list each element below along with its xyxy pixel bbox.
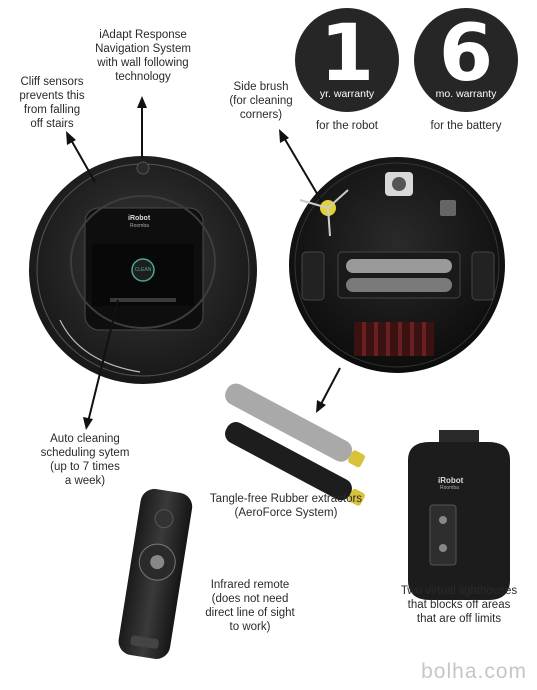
warranty-unit: yr. warranty (319, 88, 375, 100)
warranty-number: 1 (319, 9, 375, 99)
robot-logo: iRobot (128, 215, 151, 222)
clean-button (131, 258, 155, 282)
caption-line: (does not need (211, 593, 289, 605)
lighthouse-logo: iRobot (438, 476, 464, 485)
caption-remote: Infrared remote (does not need direct li… (196, 578, 304, 634)
caption-line: corners) (239, 109, 283, 121)
warranty-badge-battery: 6 mo. warranty (414, 8, 518, 112)
caption-extractors: Tangle-free Rubber extractors (AeroForce… (196, 492, 376, 520)
caption-line: Navigation System (95, 43, 191, 55)
caption-line: Infrared remote (210, 579, 290, 591)
extractors-illustration (225, 383, 365, 506)
caption-line: technology (115, 71, 171, 83)
caption-line: prevents this (19, 90, 85, 102)
caption-line: to work) (229, 621, 271, 633)
caption-line: Tangle-free Rubber extractors (209, 493, 363, 505)
callout-arrows (66, 96, 341, 430)
caption-line: from falling (23, 104, 81, 116)
caption-auto-cleaning: Auto cleaning scheduling sytem (up to 7 … (35, 432, 135, 488)
caption-line: that blocks off areas (407, 599, 511, 611)
warranty-for-robot: for the robot (315, 120, 378, 132)
lighthouse-illustration (408, 430, 510, 600)
caption-line: Cliff sensors (20, 76, 84, 88)
clean-label: CLEAN (134, 267, 152, 273)
caption-line: Two virtual lighthouses (400, 585, 518, 597)
warranty-for-battery: for the battery (430, 120, 502, 132)
caption-line: Auto cleaning (50, 433, 120, 445)
robot-bottom-view (289, 157, 505, 373)
warranty-number: 6 (438, 9, 494, 99)
caption-line: (for cleaning (229, 95, 293, 107)
warranty-badge-robot: 1 yr. warranty (295, 8, 399, 112)
caption-side-brush: Side brush (for cleaning corners) (222, 80, 300, 122)
caption-iadapt: iAdapt Response Navigation System with w… (78, 28, 208, 84)
caption-line: with wall following (97, 57, 189, 69)
robot-top-view (29, 156, 257, 384)
caption-line: off stairs (30, 118, 74, 130)
warranty-unit: mo. warranty (435, 88, 497, 100)
caption-line: iAdapt Response (99, 29, 187, 41)
caption-line: Side brush (233, 81, 289, 93)
caption-line: a week) (64, 475, 106, 487)
robot-logo-sub: Roomba (130, 223, 149, 229)
watermark: bolha.com (421, 660, 527, 683)
remote-illustration (118, 488, 193, 659)
caption-line: direct line of sight (205, 607, 295, 619)
caption-line: (AeroForce System) (234, 507, 338, 519)
caption-line: (up to 7 times (50, 461, 120, 473)
caption-line: scheduling sytem (40, 447, 130, 459)
caption-lighthouses: Two virtual lighthouses that blocks off … (386, 584, 532, 626)
lighthouse-logo-sub: Roomba (440, 485, 459, 491)
caption-cliff-sensors: Cliff sensors prevents this from falling… (6, 75, 98, 131)
caption-line: that are off limits (416, 613, 502, 625)
